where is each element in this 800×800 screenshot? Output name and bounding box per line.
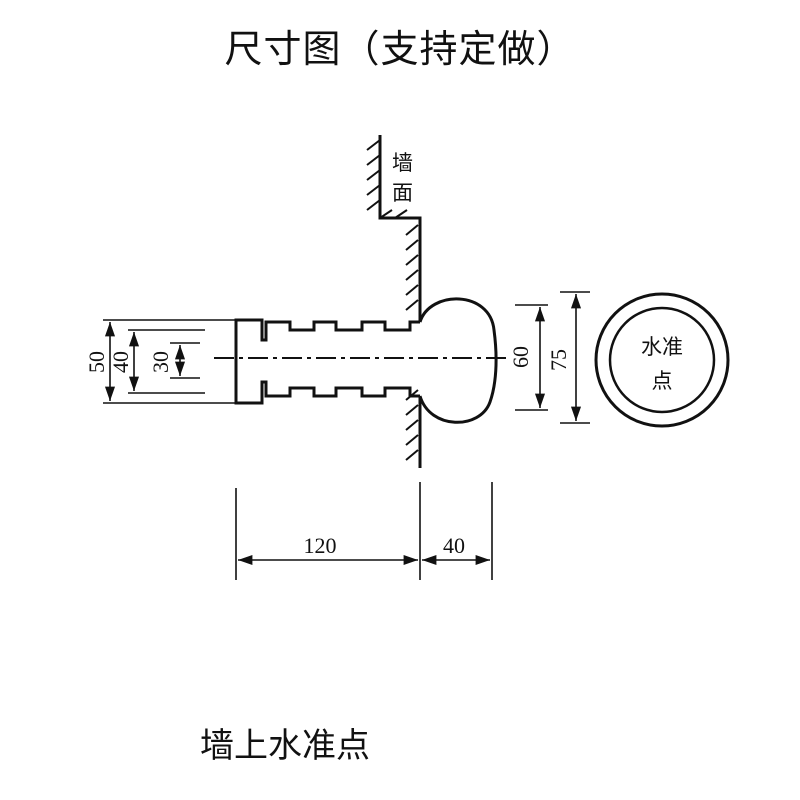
left-dimensions — [103, 319, 236, 404]
shaft-outline — [234, 318, 420, 405]
dim-60: 60 — [508, 346, 533, 368]
circle-label-1: 水准 — [641, 335, 683, 359]
wall-label-1: 墙 — [392, 151, 413, 175]
dome-head — [418, 297, 498, 424]
dim-30: 30 — [148, 351, 173, 373]
right-dimensions — [515, 291, 590, 424]
inner-circle — [608, 306, 716, 414]
dim-50: 50 — [84, 351, 109, 373]
circle-label-2: 点 — [652, 369, 673, 393]
bottom-dimensions — [235, 482, 493, 580]
wall-label-2: 面 — [392, 181, 413, 205]
dim-75: 75 — [546, 349, 571, 371]
dim-40-bottom: 40 — [443, 533, 465, 558]
page-title: 尺寸图（支持定做） — [224, 27, 576, 71]
wall-outline — [378, 135, 422, 468]
caption: 墙上水准点 — [200, 726, 370, 766]
dim-40: 40 — [108, 351, 133, 373]
dim-120: 120 — [304, 533, 337, 558]
outer-circle — [594, 292, 730, 428]
